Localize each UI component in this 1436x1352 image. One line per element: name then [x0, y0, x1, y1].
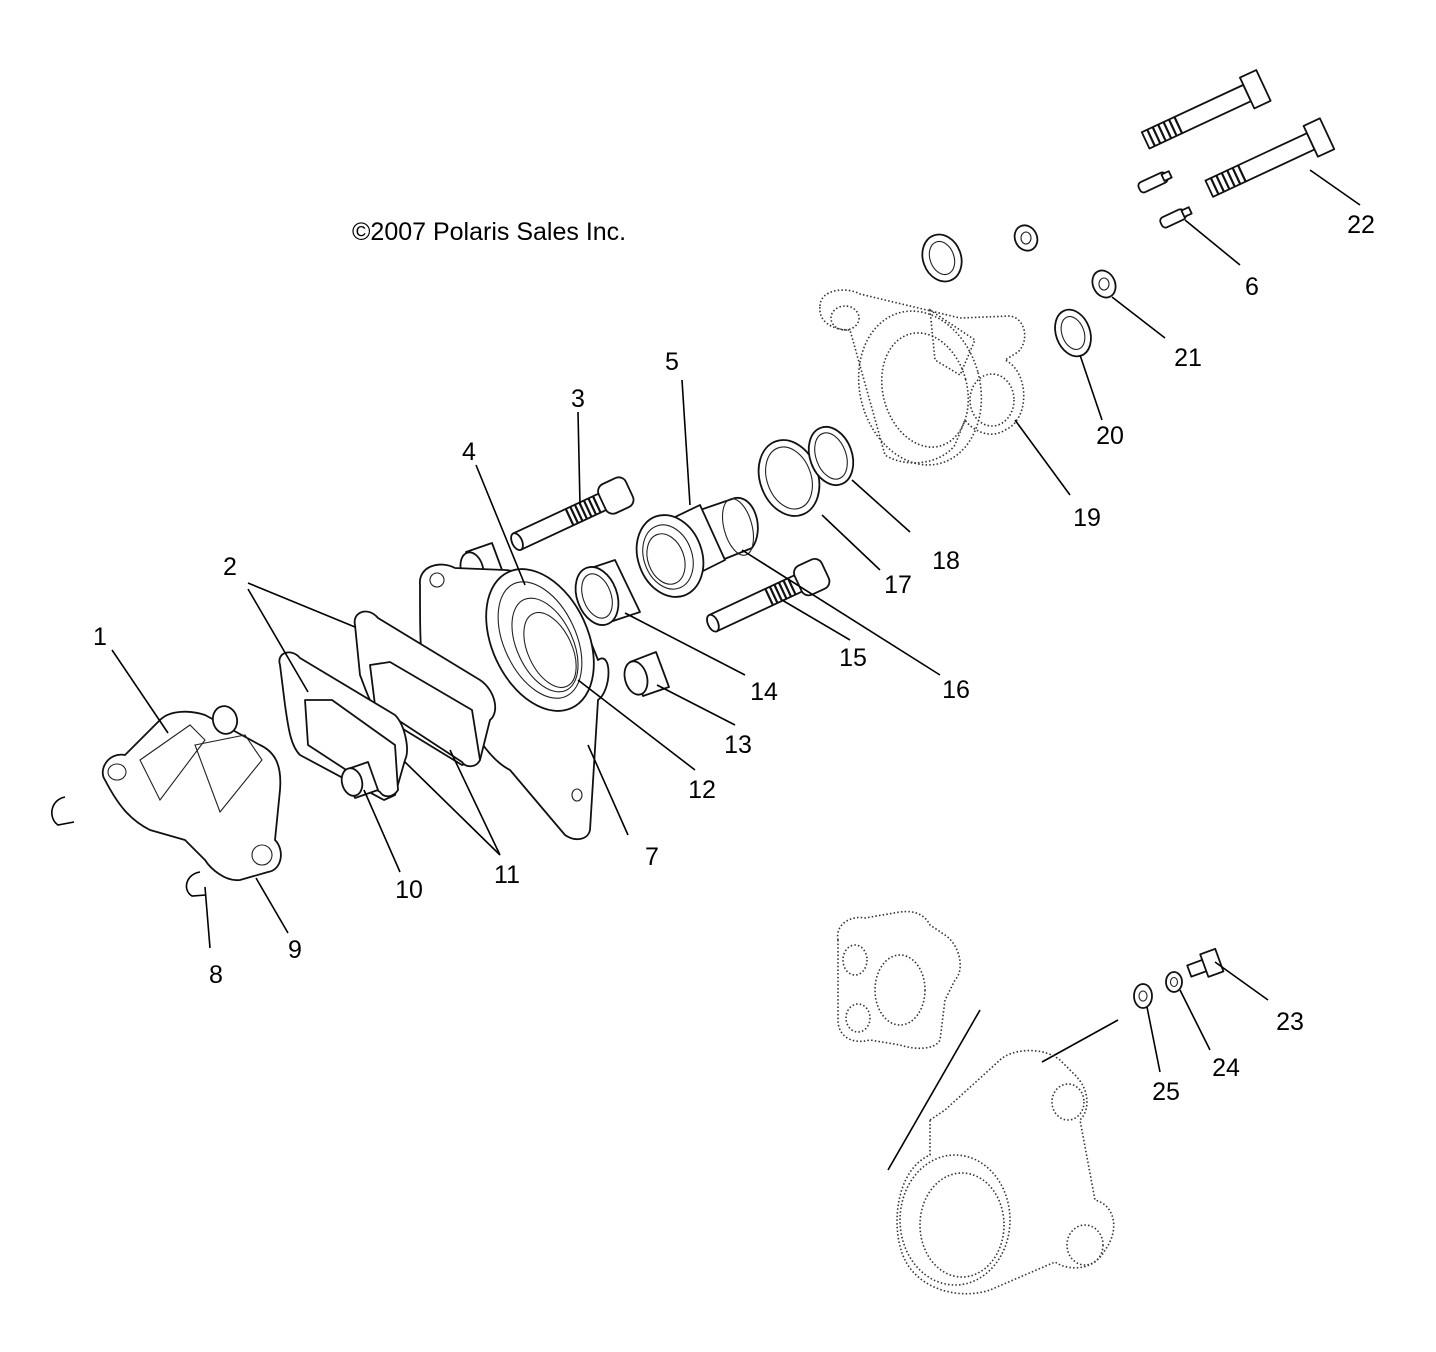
part-1-caliper-body: [101, 705, 282, 881]
inset-assembly-view: [836, 910, 1119, 1295]
callout-21: 21: [1174, 344, 1202, 372]
part-12-dust-boot: [485, 568, 595, 712]
leader-lines: [111, 169, 1361, 1073]
part-19-caliper-housing: [819, 289, 1026, 466]
part-22-caliper-bolts: [1140, 69, 1336, 198]
callout-2: 2: [223, 553, 237, 581]
callout-5: 5: [665, 348, 679, 376]
part-6-bleeder-screws: [1137, 170, 1193, 229]
part-20-seal-rings: [921, 233, 1092, 358]
callout-24: 24: [1212, 1054, 1240, 1082]
callout-10: 10: [395, 876, 423, 904]
callout-20: 20: [1096, 422, 1124, 450]
callout-9: 9: [288, 936, 302, 964]
callout-25: 25: [1152, 1078, 1180, 1106]
callout-16: 16: [942, 676, 970, 704]
part-5-piston: [635, 497, 759, 598]
callout-8: 8: [209, 961, 223, 989]
callout-23: 23: [1276, 1008, 1304, 1036]
callout-12: 12: [688, 776, 716, 804]
callout-17: 17: [884, 571, 912, 599]
callout-18: 18: [932, 547, 960, 575]
part-15-slide-pin: [706, 558, 831, 633]
callout-11: 11: [494, 861, 520, 889]
part-3-slide-pin: [510, 476, 635, 551]
part-25-washer: [1133, 983, 1153, 1009]
part-21-washers: [1013, 224, 1117, 299]
part-11-brake-pads: [278, 610, 497, 801]
part-24-lock-washer: [1165, 971, 1183, 993]
part-8-retaining-clips: [51, 796, 207, 897]
part-18-dust-seal: [807, 426, 855, 486]
callout-13: 13: [724, 731, 752, 759]
part-23-bolt: [1186, 947, 1225, 978]
copyright-notice: ©2007 Polaris Sales Inc.: [352, 218, 626, 246]
callout-6: 6: [1245, 273, 1259, 301]
callout-7: 7: [645, 843, 659, 871]
callout-19: 19: [1073, 504, 1101, 532]
callout-14: 14: [750, 678, 778, 706]
callout-15: 15: [839, 644, 867, 672]
callout-4: 4: [462, 438, 476, 466]
part-10-pin-bushing: [340, 761, 379, 799]
callout-1: 1: [93, 623, 107, 651]
callout-3: 3: [571, 385, 585, 413]
callout-labels: 1 2 3 4 5 6 7 8 9 10 11 12 13 14 15 16 1…: [93, 211, 1375, 1106]
callout-22: 22: [1347, 211, 1375, 239]
part-14-piston-ring: [574, 559, 641, 626]
part-13-bushing: [623, 651, 670, 697]
